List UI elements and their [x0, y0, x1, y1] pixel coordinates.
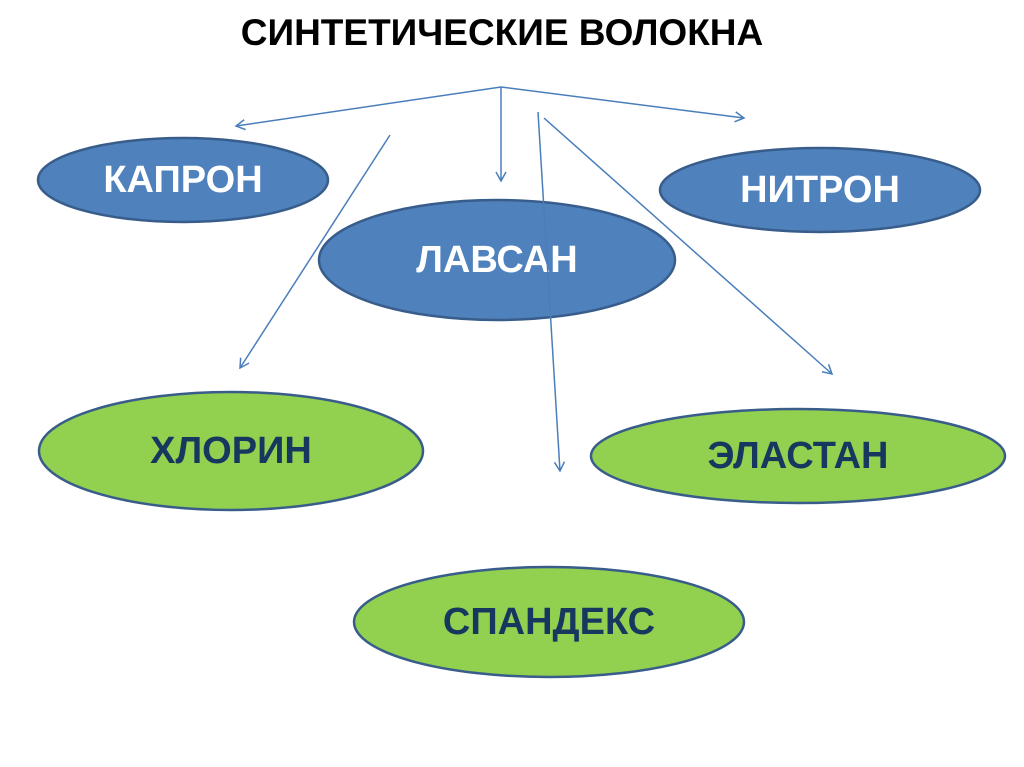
node-chlorin: ХЛОРИН — [37, 390, 425, 512]
node-lavsan: ЛАВСАН — [317, 198, 677, 322]
arrow-to-kapron — [234, 86, 502, 131]
node-kapron: КАПРОН — [36, 136, 330, 224]
node-label-elastan: ЭЛАСТАН — [708, 435, 889, 477]
node-elastan: ЭЛАСТАН — [589, 407, 1007, 505]
arrow-to-nitron — [500, 86, 746, 123]
arrow-to-elastan — [543, 117, 834, 376]
arrow-to-chlorin — [239, 134, 391, 370]
node-label-nitron: НИТРОН — [740, 169, 900, 211]
node-label-kapron: КАПРОН — [103, 159, 262, 201]
arrow-to-spandex — [537, 111, 566, 473]
node-spandex: СПАНДЕКС — [352, 565, 746, 679]
node-label-spandex: СПАНДЕКС — [443, 601, 655, 643]
node-label-lavsan: ЛАВСАН — [416, 239, 577, 281]
diagram-title: СИНТЕТИЧЕСКИЕ ВОЛОКНА — [240, 12, 764, 53]
node-label-chlorin: ХЛОРИН — [150, 430, 312, 472]
node-nitron: НИТРОН — [658, 146, 982, 234]
